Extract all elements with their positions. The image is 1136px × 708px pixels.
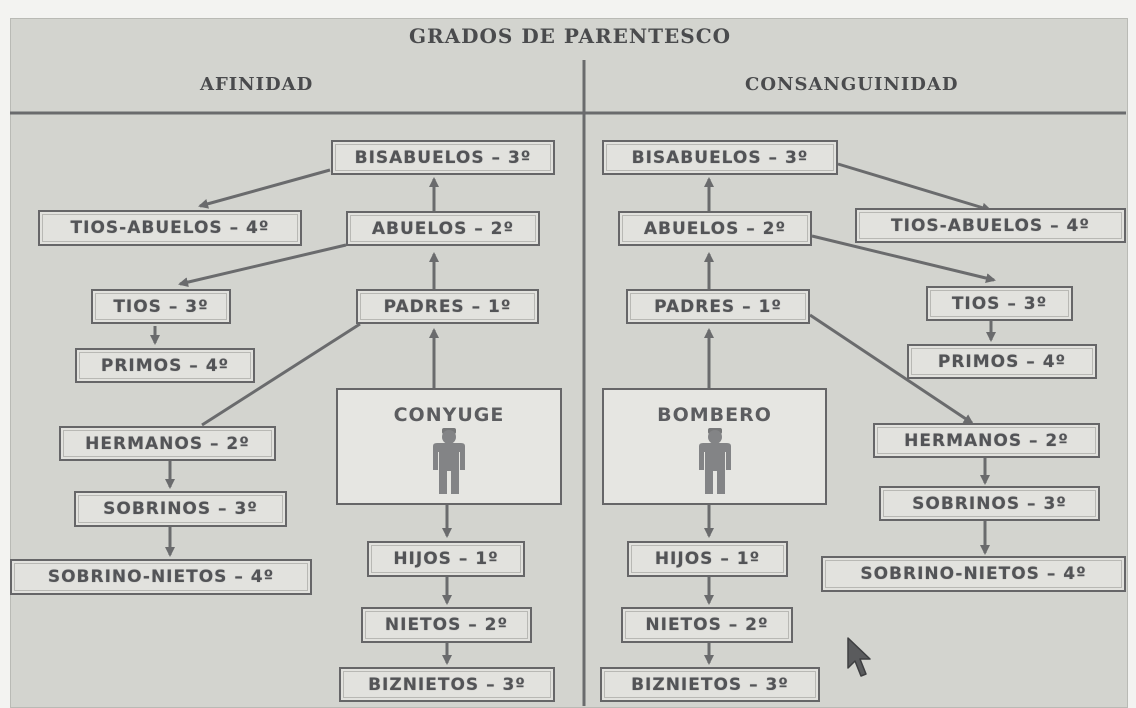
node-primos-consanguinidad: PRIMOS – 4º [907, 344, 1097, 379]
node-sobrinos-afinidad: SOBRINOS – 3º [74, 491, 287, 527]
node-padres-afinidad: PADRES – 1º [356, 289, 539, 324]
node-bisabuelos-afinidad: BISABUELOS – 3º [331, 140, 555, 175]
arrow-abuelos-tios-right [811, 234, 996, 283]
node-sobrinos-consanguinidad: SOBRINOS – 3º [879, 486, 1100, 521]
node-abuelos-afinidad: ABUELOS – 2º [346, 211, 540, 246]
person-icon [698, 428, 731, 494]
ego-box-conyuge: CONYUGE [336, 388, 562, 505]
mouse-cursor-icon [847, 637, 871, 677]
node-biznietos-consanguinidad: BIZNIETOS – 3º [600, 667, 820, 702]
node-tios-abuelos-consanguinidad: TIOS-ABUELOS – 4º [855, 208, 1126, 243]
section-title-afinidad: AFINIDAD [200, 74, 314, 95]
node-tios-abuelos-afinidad: TIOS-ABUELOS – 4º [38, 210, 302, 246]
node-tios-afinidad: TIOS – 3º [91, 289, 231, 324]
person-icon [433, 428, 465, 494]
ego-box-bombero: BOMBERO [602, 388, 827, 505]
node-bisabuelos-consanguinidad: BISABUELOS – 3º [602, 140, 838, 175]
node-sobrino-nietos-consanguinidad: SOBRINO-NIETOS – 4º [821, 556, 1126, 592]
section-title-consanguinidad: CONSANGUINIDAD [745, 74, 959, 95]
arrow-bisabuelos-tiosabuelos-left [198, 168, 331, 209]
ego-label-conyuge: CONYUGE [393, 404, 505, 426]
node-nietos-consanguinidad: NIETOS – 2º [621, 607, 793, 643]
ego-label-bombero: BOMBERO [657, 404, 772, 426]
node-hermanos-consanguinidad: HERMANOS – 2º [873, 423, 1100, 458]
node-nietos-afinidad: NIETOS – 2º [361, 607, 532, 643]
node-hermanos-afinidad: HERMANOS – 2º [59, 426, 276, 461]
node-abuelos-consanguinidad: ABUELOS – 2º [618, 211, 812, 246]
arrow-abuelos-tios-left [178, 243, 347, 288]
node-tios-consanguinidad: TIOS – 3º [926, 286, 1073, 321]
node-sobrino-nietos-afinidad: SOBRINO-NIETOS – 4º [10, 559, 312, 595]
arrow-padres-hermanos-right [809, 313, 974, 425]
node-hijos-afinidad: HIJOS – 1º [367, 541, 525, 577]
node-biznietos-afinidad: BIZNIETOS – 3º [339, 667, 555, 702]
arrow-bisabuelos-tiosabuelos-right [837, 162, 992, 213]
node-hijos-consanguinidad: HIJOS – 1º [627, 541, 788, 577]
node-padres-consanguinidad: PADRES – 1º [626, 289, 810, 324]
node-primos-afinidad: PRIMOS – 4º [75, 348, 255, 383]
line-padres-hermanos-left [201, 322, 361, 427]
diagram-title: GRADOS DE PARENTESCO [408, 24, 732, 48]
